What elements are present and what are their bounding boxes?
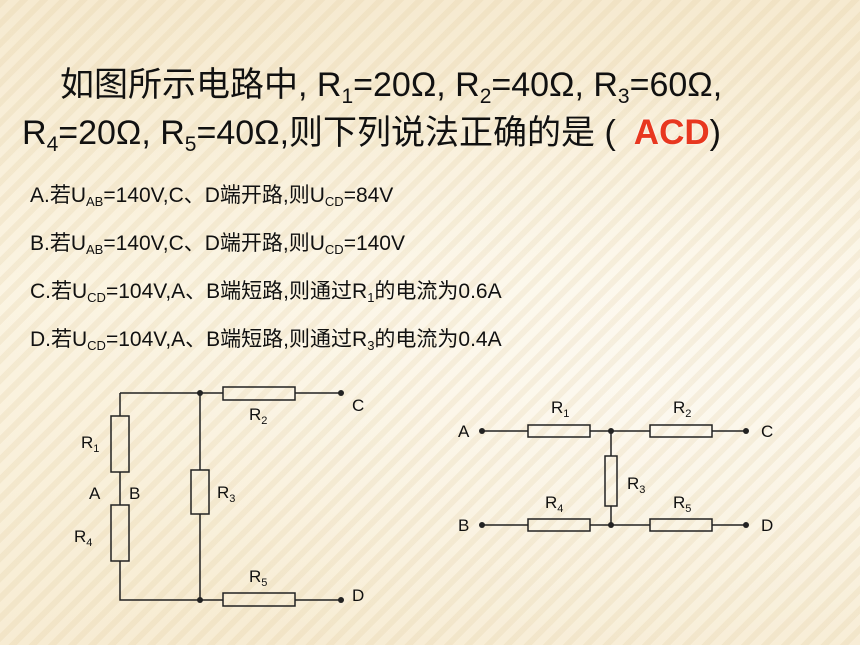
resistor-r3: [190, 469, 210, 515]
label-r4: R4: [74, 527, 92, 549]
resistor-r2: [222, 386, 296, 401]
left-labels: R1 R4 R3 R2 R5 A B C D: [74, 396, 364, 605]
question-text: 如图所示电路中, R1=20Ω, R2=40Ω, R3=60Ω, R4=20Ω,…: [22, 62, 832, 157]
resistor-r5: [649, 518, 713, 532]
terminal-d-dot: [743, 522, 749, 528]
label-r5: R5: [673, 493, 691, 515]
terminal-a-dot: [479, 428, 485, 434]
right-labels: R1 R2 R3 R4 R5 A B C D: [458, 398, 773, 535]
label-r2: R2: [249, 405, 267, 427]
resistor-r2: [649, 424, 713, 438]
option-c: C.若UCD=104V,A、B端短路,则通过R1的电流为0.6A: [30, 280, 502, 305]
label-c: C: [352, 396, 364, 415]
option-a: A.若UAB=140V,C、D端开路,则UCD=84V: [30, 184, 394, 209]
label-b: B: [458, 516, 469, 535]
label-d: D: [352, 586, 364, 605]
label-r1: R1: [551, 398, 569, 420]
option-d: D.若UCD=104V,A、B端短路,则通过R3的电流为0.4A: [30, 328, 502, 353]
circuit-right: [482, 424, 746, 532]
junction-dot: [197, 597, 203, 603]
label-c: C: [761, 422, 773, 441]
left-junctions: [197, 390, 344, 603]
label-a: A: [89, 484, 101, 503]
resistor-r1: [110, 415, 130, 473]
junction-dot: [608, 428, 614, 434]
answer-text: ACD: [633, 113, 710, 152]
junction-dot: [197, 390, 203, 396]
resistor-r4: [110, 504, 130, 562]
junction-dot: [608, 522, 614, 528]
terminal-b-dot: [479, 522, 485, 528]
label-r5: R5: [249, 567, 267, 589]
terminal-c-dot: [338, 390, 344, 396]
label-a: A: [458, 422, 470, 441]
label-r2: R2: [673, 398, 691, 420]
label-r3: R3: [627, 474, 645, 496]
label-b: B: [129, 484, 140, 503]
wire-left-bottom: [119, 393, 341, 601]
right-junctions: [479, 428, 749, 528]
resistor-r5: [222, 592, 296, 607]
label-r3: R3: [217, 483, 235, 505]
terminal-c-dot: [743, 428, 749, 434]
options-list: A.若UAB=140V,C、D端开路,则UCD=84V B.若UAB=140V,…: [30, 176, 830, 368]
question-line-1: 如图所示电路中, R1=20Ω, R2=40Ω, R3=60Ω,: [60, 66, 723, 108]
circuit-left: [110, 386, 341, 607]
label-d: D: [761, 516, 773, 535]
label-r4: R4: [545, 493, 563, 515]
option-b: B.若UAB=140V,C、D端开路,则UCD=140V: [30, 232, 405, 257]
label-r1: R1: [81, 433, 99, 455]
terminal-d-dot: [338, 597, 344, 603]
question-line-2: R4=20Ω, R5=40Ω,则下列说法正确的是 (ACD): [22, 113, 721, 156]
resistor-r1: [527, 424, 591, 438]
resistor-r3: [604, 455, 618, 507]
resistor-r4: [527, 518, 591, 532]
